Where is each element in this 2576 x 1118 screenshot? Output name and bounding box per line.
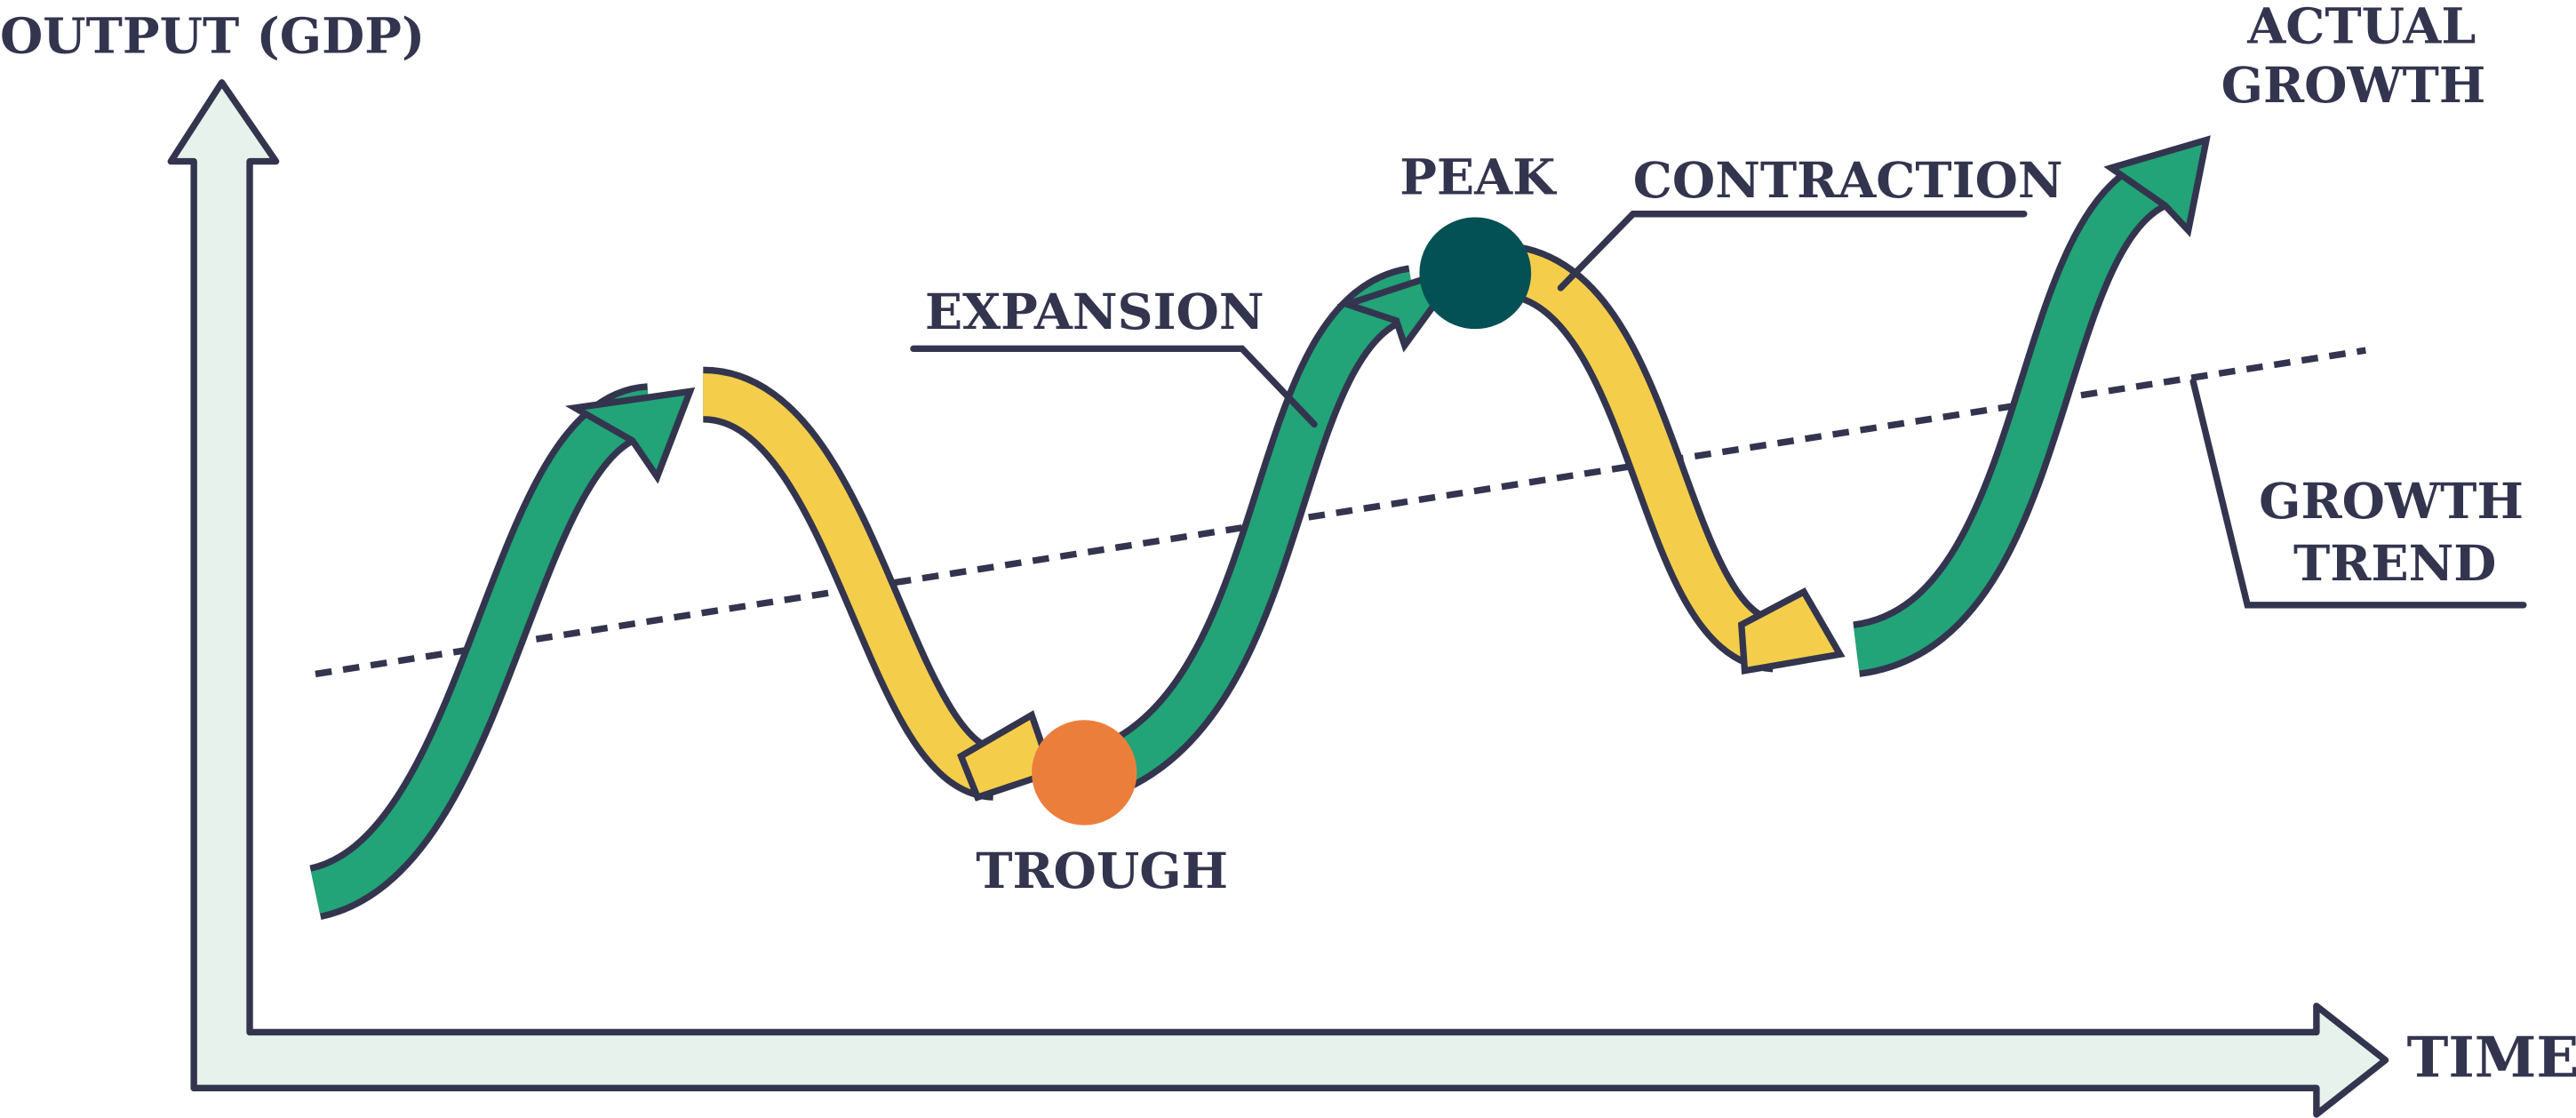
actual-growth-label-2: GROWTH — [2221, 57, 2486, 115]
growth-trend-label-1: GROWTH — [2259, 473, 2524, 531]
contraction-arrow-1-fill — [701, 373, 998, 795]
trough-label: TROUGH — [976, 842, 1228, 900]
arrowhead — [1737, 587, 1846, 675]
arrowhead — [564, 387, 696, 484]
contraction-leader — [1557, 211, 2028, 291]
growth-trend-label-2: TREND — [2293, 535, 2496, 593]
trough-marker — [1032, 720, 1137, 826]
growth-trend-line — [315, 347, 2366, 678]
arrowhead — [2103, 135, 2211, 238]
expansion-arrow-2-fill — [1100, 271, 1418, 789]
growth-trend-leader — [2189, 378, 2527, 609]
axes-arrow — [167, 79, 2389, 1118]
x-axis-label: TIME — [2407, 1024, 2576, 1090]
actual-growth-arrow-fill — [1853, 161, 2170, 671]
peak-label: PEAK — [1400, 149, 1557, 207]
expansion-arrow-1-fill — [309, 389, 652, 914]
actual-growth-label-1: ACTUAL — [2246, 0, 2476, 55]
contraction-arrow-2-fill — [1510, 250, 1778, 667]
peak-marker — [1419, 217, 1532, 330]
expansion-leader — [910, 345, 1318, 428]
expansion-label: EXPANSION — [925, 283, 1264, 341]
y-axis-label: OUTPUT (GDP) — [0, 8, 425, 66]
contraction-label: CONTRACTION — [1633, 152, 2063, 210]
